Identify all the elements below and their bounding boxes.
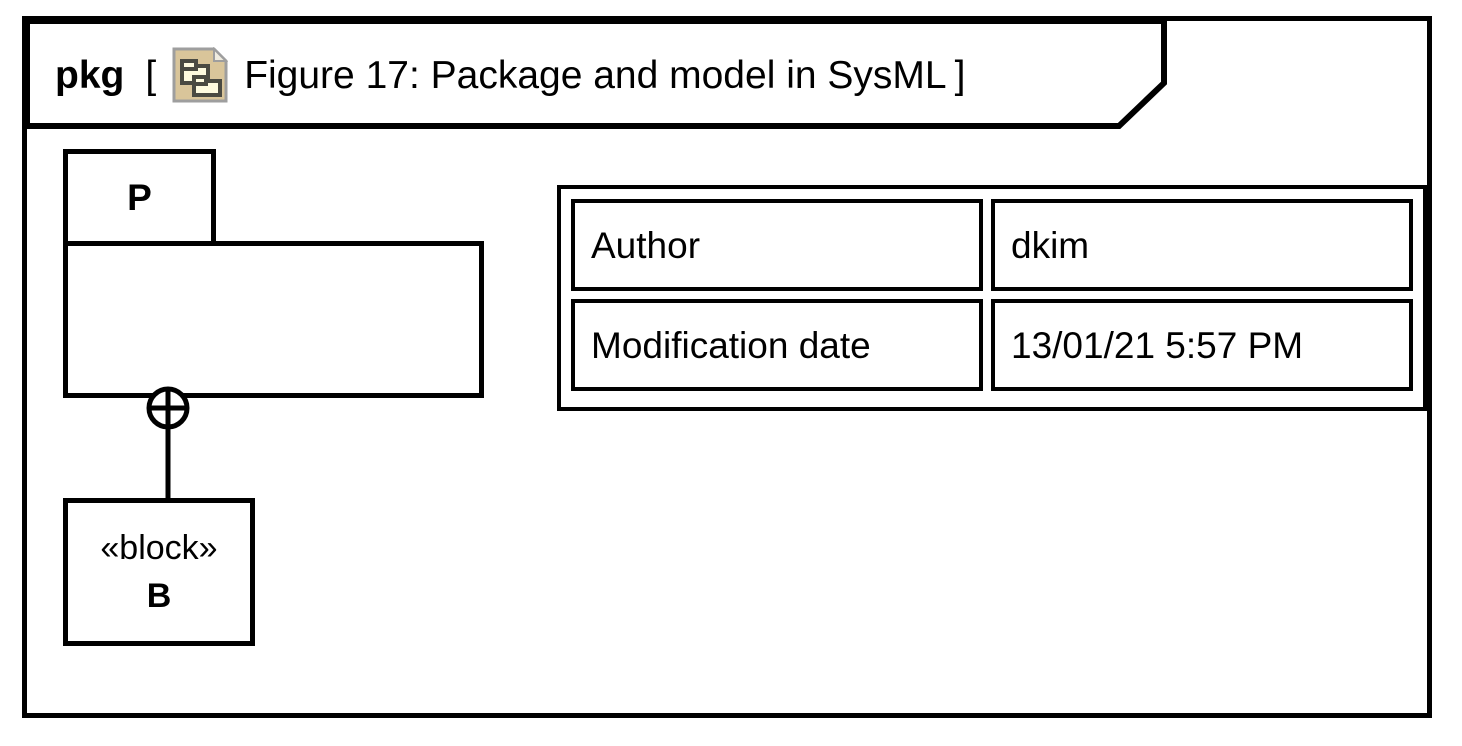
block-name-label: B [146,577,172,615]
package-name-label: P [127,177,152,218]
block-stereotype-label: «block» [100,529,218,567]
diagram-header: pkg [ Figure [27,21,1167,129]
package-tab: P [63,149,216,246]
diagram-header-shape [27,21,1167,129]
property-value-author: dkim [991,199,1413,291]
diagram-header-content: pkg [ Figure [27,21,965,129]
bracket-open: [ [145,53,157,97]
diagram-frame: pkg [ Figure [22,16,1432,718]
property-value-modification-date: 13/01/21 5:57 PM [991,299,1413,391]
bracket-close: ] [954,53,966,97]
properties-table: Author dkim Modification date 13/01/21 5… [557,185,1427,411]
property-key-author: Author [571,199,983,291]
package-node-p[interactable]: P [63,149,523,411]
containment-connector[interactable] [123,386,213,526]
diagram-kind-label: pkg [55,53,125,97]
property-key-modification-date: Modification date [571,299,983,391]
table-row: Modification date 13/01/21 5:57 PM [571,299,1413,391]
table-row: Author dkim [571,199,1413,291]
block-node-b[interactable]: «block» B [63,498,255,646]
package-model-icon [172,46,229,103]
diagram-title: Figure 17: Package and model in SysML [244,53,947,97]
circle-plus-icon [146,386,190,526]
package-body [63,241,484,398]
